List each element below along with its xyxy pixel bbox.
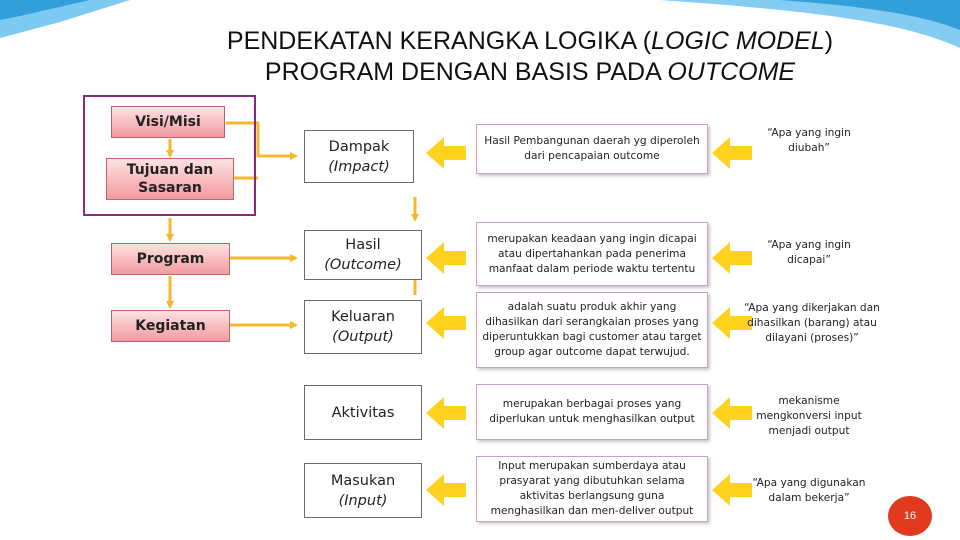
title-line2-italic: OUTCOME <box>667 58 796 86</box>
corner-decoration-right <box>660 0 960 48</box>
block-arrow-left-icon <box>712 307 752 339</box>
box-keluaran: Keluaran (Output) <box>304 300 422 354</box>
question-keluaran: “Apa yang dikerjakan dan dihasilkan (bar… <box>744 301 880 344</box>
block-arrow-left-icon <box>426 474 466 506</box>
box-aktivitas: Aktivitas <box>304 385 422 440</box>
question-aktivitas: mekanisme mengkonversi input menjadi out… <box>756 394 862 437</box>
box-program: Program <box>111 243 230 275</box>
right-arrow-icon <box>226 121 298 160</box>
box-tujuan-sasaran: Tujuan dan Sasaran <box>106 158 234 200</box>
corner-decoration-left <box>0 0 130 38</box>
block-arrow-left-icon <box>426 137 466 169</box>
masukan-label: Masukan <box>330 472 396 489</box>
keluaran-label: Keluaran <box>331 309 395 325</box>
desc-masukan: Input merupakan sumberdaya atau prasyara… <box>476 456 708 522</box>
block-arrow-left-icon <box>712 397 752 429</box>
title-line-2: PROGRAM DENGAN BASIS PADA OUTCOME <box>120 57 940 88</box>
keluaran-sub: (Output) <box>332 329 394 345</box>
slide-title: PENDEKATAN KERANGKA LOGIKA (LOGIC MODEL)… <box>120 26 940 88</box>
dampak-sub: (Impact) <box>328 158 390 175</box>
title-line1-suffix: ) <box>824 27 834 55</box>
title-line1-prefix: PENDEKATAN KERANGKA LOGIKA ( <box>226 27 652 55</box>
desc-dampak: Hasil Pembangunan daerah yg diperoleh da… <box>476 124 708 174</box>
desc-hasil: merupakan keadaan yang ingin dicapai ata… <box>476 222 708 286</box>
visi-tujuan-frame <box>83 95 256 216</box>
title-line-1: PENDEKATAN KERANGKA LOGIKA (LOGIC MODEL) <box>120 26 940 57</box>
block-arrow-left-icon <box>712 474 752 506</box>
block-arrow-left-icon <box>426 307 466 339</box>
hasil-label: Hasil <box>345 237 381 253</box>
hasil-sub: (Outcome) <box>324 257 402 273</box>
aktivitas-label: Aktivitas <box>331 404 395 421</box>
block-arrow-left-icon <box>426 397 466 429</box>
box-dampak: Dampak (Impact) <box>304 130 414 183</box>
question-hasil: “Apa yang ingin dicapai” <box>767 239 851 266</box>
question-masukan: “Apa yang digunakan dalam bekerja” <box>752 477 866 504</box>
block-arrow-left-icon <box>426 242 466 274</box>
box-kegiatan: Kegiatan <box>111 310 230 342</box>
title-line2-prefix: PROGRAM DENGAN BASIS PADA <box>264 58 668 86</box>
desc-keluaran: adalah suatu produk akhir yang dihasilka… <box>476 292 708 368</box>
box-visi-misi: Visi/Misi <box>111 106 225 138</box>
block-arrow-left-icon <box>712 137 752 169</box>
box-masukan: Masukan (Input) <box>304 463 422 518</box>
page-number-badge: 16 <box>888 496 932 536</box>
desc-aktivitas: merupakan berbagai proses yang diperluka… <box>476 384 708 440</box>
question-dampak: “Apa yang ingin diubah” <box>767 127 851 154</box>
block-arrow-left-icon <box>712 242 752 274</box>
box-hasil: Hasil (Outcome) <box>304 230 422 280</box>
masukan-sub: (Input) <box>338 492 388 509</box>
dampak-label: Dampak <box>328 138 390 155</box>
title-line1-italic: LOGIC MODEL <box>651 27 825 55</box>
